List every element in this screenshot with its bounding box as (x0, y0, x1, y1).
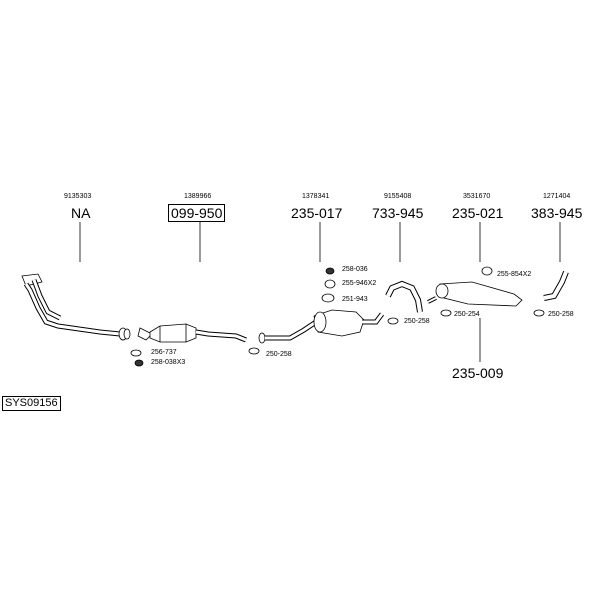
ref-middle-pipe: 9155408 (384, 193, 412, 200)
ref-rear-silencer: 3531670 (463, 193, 491, 200)
fitting-label-2: 258-038X3 (151, 359, 186, 366)
ref-front-pipe: 9135303 (64, 193, 92, 200)
fitting-label-10: 250-258 (548, 311, 574, 318)
fitting-label-8: 255-854X2 (497, 271, 532, 278)
part-tail-pipe: 383-945 (531, 205, 583, 221)
ref-tail-pipe: 1271404 (543, 193, 571, 200)
part-bottom: 235-009 (452, 365, 504, 381)
part-catalyst[interactable]: 099-950 (168, 204, 226, 222)
part-front-silencer: 235-017 (291, 205, 343, 221)
middle-pipe-part (385, 280, 423, 325)
part-middle-pipe: 733-945 (372, 205, 424, 221)
fitting-label-3: 250-258 (266, 351, 292, 358)
fitting-label-7: 250-258 (404, 318, 430, 325)
ref-catalyst: 1389966 (184, 193, 212, 200)
part-rear-silencer: 235-021 (452, 205, 504, 221)
part-front-pipe: NA (71, 205, 91, 221)
fitting-label-4: 258-036 (342, 266, 368, 273)
system-code[interactable]: SYS09156 (2, 396, 61, 411)
ref-front-silencer: 1378341 (302, 193, 330, 200)
fitting-label-1: 256-737 (151, 349, 177, 356)
tail-pipe-part (533, 270, 569, 317)
fitting-label-9: 250-254 (454, 311, 480, 318)
rear-silencer-part (427, 266, 523, 317)
fitting-label-5: 255-946X2 (342, 280, 377, 287)
fitting-label-6: 251-943 (342, 296, 368, 303)
catalyst-part (130, 323, 247, 367)
front-silencer-part (248, 267, 384, 355)
front-pipe-part (21, 273, 131, 341)
